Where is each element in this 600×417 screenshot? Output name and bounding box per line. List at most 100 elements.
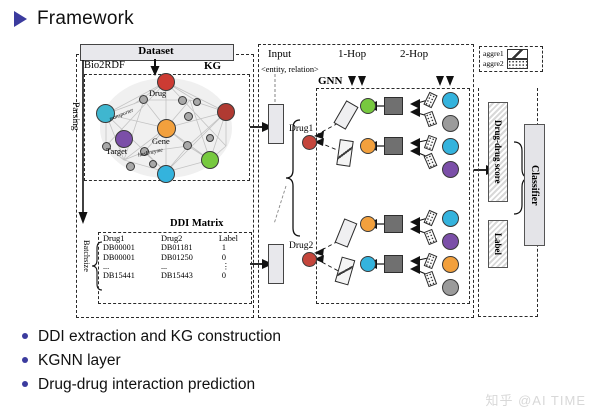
framework-diagram: Dataset Bio2RDF KG Drug Gene Target tran… xyxy=(62,42,545,320)
batchsize-label: Batchsize xyxy=(82,240,91,272)
drug-drug-score-box: Drug-drug score xyxy=(488,102,508,202)
aggregation-square xyxy=(384,97,403,115)
input-embedding-box-2 xyxy=(268,244,284,284)
hop1-node xyxy=(360,216,376,232)
cell-label: ⋮ xyxy=(221,261,231,271)
cell-drug2: DB01250 xyxy=(160,252,193,262)
model-panel xyxy=(258,44,474,318)
column-header-1hop: 1-Hop xyxy=(338,48,367,60)
kg-node-gene xyxy=(157,119,176,138)
table-row: ... ... ⋮ xyxy=(102,262,254,271)
aggregation-square xyxy=(384,255,403,273)
bullet-text: Drug-drug interaction prediction xyxy=(38,376,256,393)
hop2-node xyxy=(442,115,459,132)
hop1-node xyxy=(360,256,376,272)
legend-label-aggre2: aggre2 xyxy=(483,59,504,69)
hop2-node xyxy=(442,138,459,155)
label-box: Label xyxy=(488,220,508,268)
cell-drug1: DB00001 xyxy=(103,243,135,253)
legend-swatch-dotted-icon xyxy=(506,59,528,69)
cell-drug2: ... xyxy=(160,261,168,271)
kg-node-small xyxy=(206,134,214,142)
legend-label-aggre1: aggre1 xyxy=(483,49,504,59)
cell-label: 1 xyxy=(221,243,226,253)
column-header-2hop: 2-Hop xyxy=(400,48,429,60)
bullet-dot-icon xyxy=(22,381,28,387)
kg-node-left xyxy=(96,104,115,123)
legend-item-aggre2: aggre2 xyxy=(483,59,540,69)
gnn-box xyxy=(316,88,470,304)
drug1-label: Drug1 xyxy=(289,124,314,134)
kg-node-right xyxy=(217,103,235,121)
list-item: KGNN layer xyxy=(22,352,442,370)
slide-title: Framework xyxy=(14,8,134,30)
kg-label-drug: Drug xyxy=(149,89,167,98)
kg-node-small xyxy=(140,147,149,156)
column-header-drug1: Drug1 xyxy=(103,234,125,243)
drug2-label: Drug2 xyxy=(289,241,314,251)
kg-node-small xyxy=(126,162,135,171)
column-header-label: Label xyxy=(218,234,238,243)
legend: aggre1 aggre2 xyxy=(479,46,543,72)
dataset-header-box xyxy=(80,44,234,61)
cell-label: 0 xyxy=(221,270,226,280)
kg-label-gene: Gene xyxy=(152,137,170,146)
kg-label-target: Target xyxy=(106,147,128,156)
drug2-node xyxy=(302,252,317,267)
cell-drug1: DB15441 xyxy=(103,270,135,280)
input-tuple-label: <entity, relation> xyxy=(261,65,319,74)
parsing-label: Parsing xyxy=(70,102,80,131)
kg-node-drug xyxy=(157,73,175,91)
kg-node-green xyxy=(201,151,219,169)
column-header-drug2: Drug2 xyxy=(160,234,183,243)
bullet-text: DDI extraction and KG construction xyxy=(38,328,281,345)
hop2-node xyxy=(442,256,459,273)
hop2-node xyxy=(442,279,459,296)
aggregation-square xyxy=(384,137,403,155)
table-header-row: Drug1 Drug2 Label xyxy=(102,234,254,243)
gnn-label: GNN xyxy=(318,75,343,87)
page-title: Framework xyxy=(37,8,134,29)
kg-node-small xyxy=(183,141,192,150)
cell-drug2: DB15443 xyxy=(160,270,193,280)
hop1-node xyxy=(360,138,376,154)
classifier-box: Classifier xyxy=(524,124,545,246)
drug-drug-score-label: Drug-drug score xyxy=(493,120,503,184)
ddi-matrix-title: DDI Matrix xyxy=(170,218,224,229)
bio2rdf-label: Bio2RDF xyxy=(84,60,125,71)
hop2-node xyxy=(442,161,459,178)
table-row: DB15441 DB15443 0 xyxy=(102,271,254,280)
kg-node-small xyxy=(139,95,148,104)
label-box-label: Label xyxy=(493,232,503,255)
kg-node-bottom xyxy=(157,165,175,183)
bullet-dot-icon xyxy=(22,333,28,339)
list-item: DDI extraction and KG construction xyxy=(22,328,442,346)
bullet-dot-icon xyxy=(22,357,28,363)
kg-node-small xyxy=(178,96,187,105)
watermark: 知乎 @AI TIME xyxy=(485,393,586,408)
ddi-matrix-box xyxy=(98,232,252,304)
drug1-node xyxy=(302,135,317,150)
legend-swatch-diagonal-line-icon xyxy=(506,49,528,59)
ddi-matrix-table: Drug1 Drug2 Label DB00001 DB01181 1 DB00… xyxy=(102,234,254,280)
kg-node-small xyxy=(102,142,111,151)
classifier-label: Classifier xyxy=(529,164,540,206)
kg-node-small xyxy=(149,160,157,168)
cell-drug1: ... xyxy=(103,261,110,271)
kg-node-target xyxy=(115,130,133,148)
hop2-node xyxy=(442,210,459,227)
cell-drug2: DB01181 xyxy=(160,243,193,253)
dataset-header-label: Dataset xyxy=(138,45,174,57)
table-row: DB00001 DB01250 0 xyxy=(102,253,254,262)
hop1-node xyxy=(360,98,376,114)
triangle-right-icon xyxy=(14,11,27,27)
hop2-node xyxy=(442,233,459,250)
hop2-node xyxy=(442,92,459,109)
kg-label: KG xyxy=(204,60,222,72)
cell-label: 0 xyxy=(221,252,226,262)
legend-item-aggre1: aggre1 xyxy=(483,49,540,59)
table-row: DB00001 DB01181 1 xyxy=(102,243,254,252)
list-item: Drug-drug interaction prediction xyxy=(22,376,442,394)
bullet-text: KGNN layer xyxy=(38,352,121,369)
kg-node-small xyxy=(184,112,193,121)
